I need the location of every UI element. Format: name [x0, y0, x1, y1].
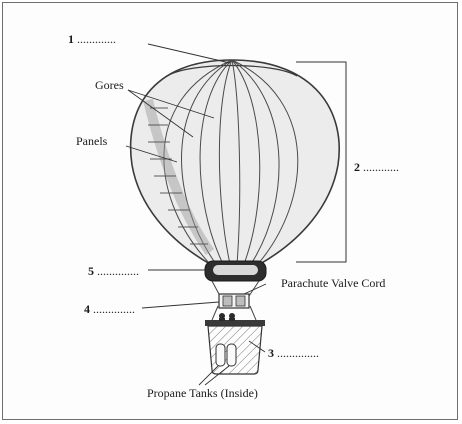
label-4-blank: ..............: [93, 302, 135, 316]
envelope-bracket: [296, 61, 347, 263]
balloon-envelope: [129, 59, 340, 265]
propane-tanks-label: Propane Tanks (Inside): [147, 386, 258, 400]
label-3: 3 ..............: [268, 346, 319, 360]
label-1: 1 .............: [68, 32, 116, 46]
basket: [207, 325, 263, 375]
label-5-blank: ..............: [97, 264, 139, 278]
label-3-blank: ..............: [277, 346, 319, 360]
label-2: 2 ............: [354, 160, 399, 174]
suspension-cables: [211, 280, 260, 321]
gores-label: Gores: [95, 78, 124, 92]
basket-rim: [205, 313, 265, 326]
label-1-number: 1: [68, 32, 74, 46]
skirt: [204, 260, 267, 282]
label-5-number: 5: [88, 264, 94, 278]
leader-lines: [125, 43, 267, 386]
label-1-blank: .............: [77, 32, 116, 46]
panels-label: Panels: [76, 134, 108, 148]
label-3-number: 3: [268, 346, 274, 360]
label-4-number: 4: [84, 302, 90, 316]
label-2-number: 2: [354, 160, 360, 174]
burner: [218, 293, 250, 309]
label-5: 5 ..............: [88, 264, 139, 278]
label-2-blank: ............: [363, 160, 399, 174]
label-4: 4 ..............: [84, 302, 135, 316]
parachute-valve-cord-label: Parachute Valve Cord: [281, 276, 386, 290]
